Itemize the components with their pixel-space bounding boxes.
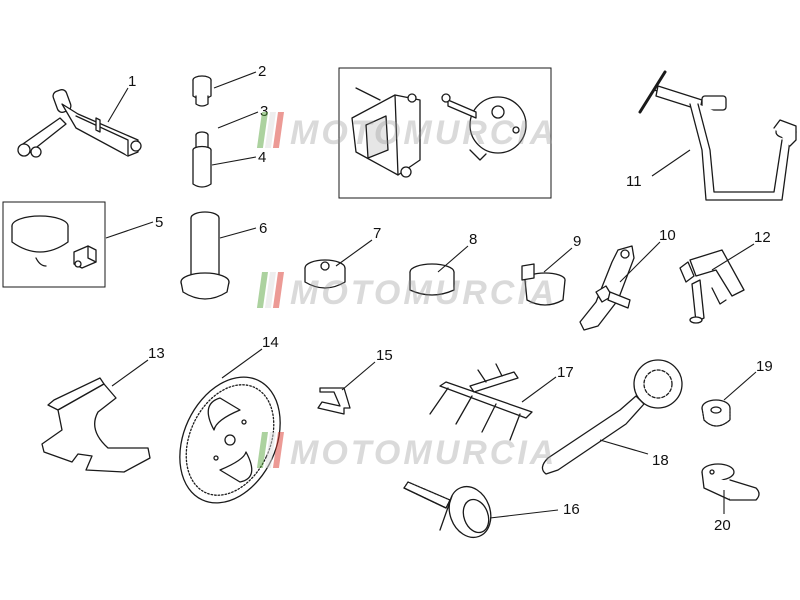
watermark-middle: MOTOMURCIA (256, 272, 557, 312)
part-18-hook-wrench (541, 359, 683, 475)
watermark-text: MOTOMURCIA (290, 274, 557, 312)
callout-2: 2 (258, 63, 266, 80)
callout-11: 11 (626, 173, 642, 190)
part-17-pin-tool (429, 363, 533, 441)
part-11-c-clamp (638, 70, 797, 201)
part-8-tool (409, 263, 455, 296)
callout-16: 16 (563, 501, 580, 518)
part-9-tool (521, 263, 566, 306)
watermark-text: MOTOMURCIA (290, 114, 557, 152)
part-10-sector-lock (579, 245, 635, 331)
part-20-threaded-bushing (701, 463, 760, 501)
callout-12: 12 (754, 229, 771, 246)
leader-lines (105, 71, 757, 519)
callout-15: 15 (376, 347, 393, 364)
watermark-top: MOTOMURCIA (256, 112, 557, 152)
watermark-flag-green (256, 272, 268, 308)
callout-4: 4 (258, 149, 266, 166)
callout-1: 1 (128, 73, 136, 90)
part-2-bushing (192, 75, 212, 107)
watermark-flag-red (272, 272, 284, 308)
watermark-flag-white (264, 112, 276, 148)
part-12-fork-tool (679, 249, 745, 324)
watermark-flag-white (264, 432, 276, 468)
part-14-degree-wheel (179, 376, 281, 504)
callout-3: 3 (260, 103, 268, 120)
part-6-flanged-bushing (180, 211, 230, 300)
callout-17: 17 (557, 364, 574, 381)
callout-6: 6 (259, 220, 267, 237)
watermark-flag-green (256, 112, 268, 148)
callout-14: 14 (262, 334, 279, 351)
part-4-stepped-pin (192, 131, 212, 188)
part-13-bracket-plate (41, 377, 151, 473)
callout-numbers: 1 2 3 4 5 6 7 8 9 10 11 12 13 14 15 16 1… (128, 63, 773, 534)
part-1-crank-tool (17, 89, 142, 158)
watermark-flag-red (272, 112, 284, 148)
callout-5: 5 (155, 214, 163, 231)
callout-18: 18 (652, 452, 669, 469)
watermark-flag-red (272, 432, 284, 468)
watermark-text: MOTOMURCIA (290, 434, 557, 472)
part-5-clamp (2, 201, 106, 288)
part-16-knurled-handle (403, 481, 492, 539)
callout-20: 20 (714, 517, 731, 534)
callout-13: 13 (148, 345, 165, 362)
callout-10: 10 (659, 227, 676, 244)
watermark-flag-white (264, 272, 276, 308)
callout-19: 19 (756, 358, 773, 375)
watermark-bottom: MOTOMURCIA (256, 432, 557, 472)
callout-7: 7 (373, 225, 381, 242)
part-19-gear (701, 399, 731, 427)
callout-9: 9 (573, 233, 581, 250)
part-3-puller-set (338, 67, 552, 199)
callout-8: 8 (469, 231, 477, 248)
part-7-tool (304, 259, 346, 289)
part-15-small-bracket (317, 387, 351, 415)
watermark-flag-green (256, 432, 268, 468)
